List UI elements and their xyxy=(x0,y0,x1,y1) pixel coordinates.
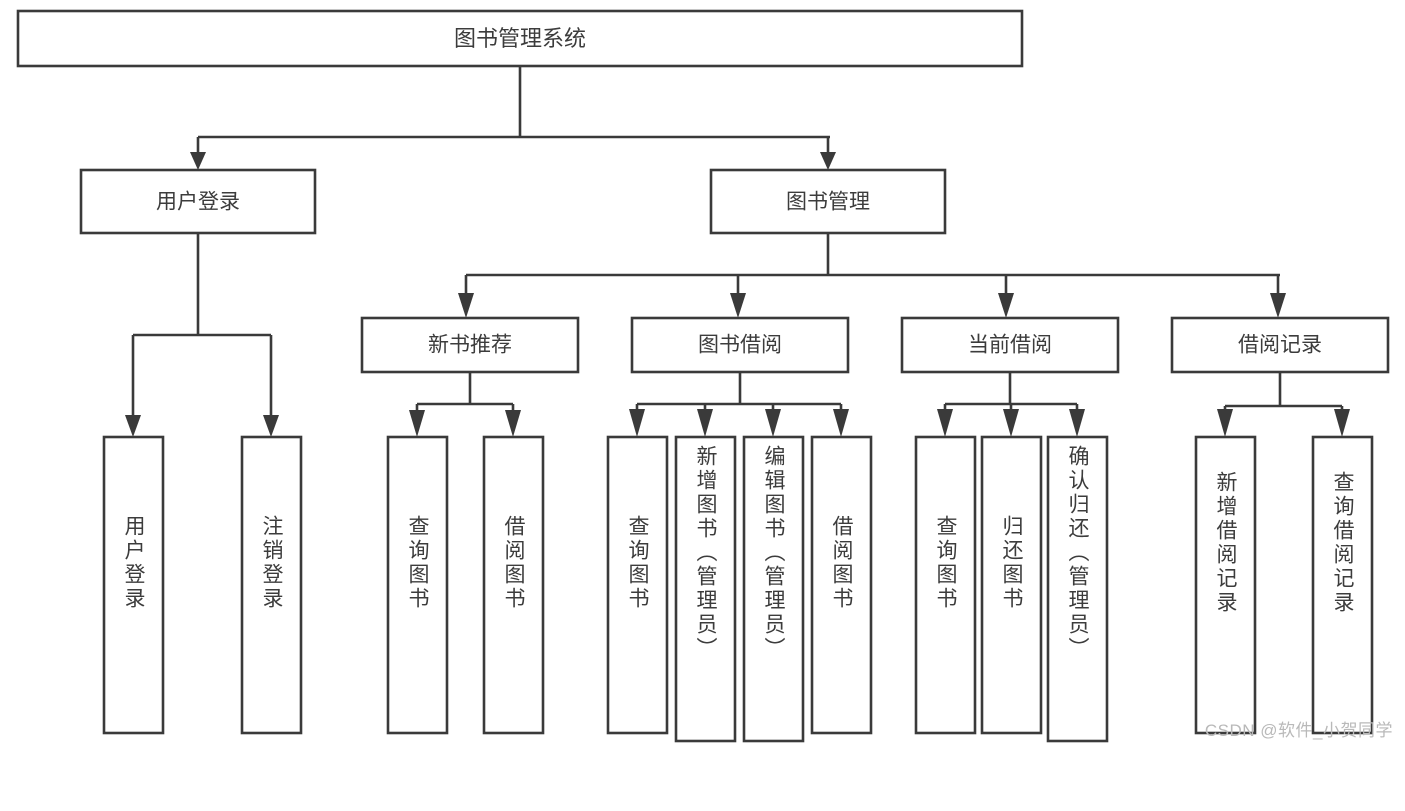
node-user-login-label: 用户登录 xyxy=(156,191,240,214)
arrow-leaf-query-book-borrow xyxy=(629,409,645,437)
arrow-leaf-add-record xyxy=(1217,409,1233,437)
diagram-canvas: 图书管理系统 用户登录 图书管理 新书推荐 图书借阅 当前 xyxy=(16,9,1393,743)
arrow-leaf-add-book xyxy=(697,409,713,437)
node-book-borrow[interactable]: 图书借阅 xyxy=(630,316,850,374)
arrow-leaf-confirm-return xyxy=(1069,409,1085,437)
node-root-label: 图书管理系统 xyxy=(454,26,586,51)
arrow-to-current-borrow xyxy=(998,293,1014,318)
arrow-leaf-return-book xyxy=(1003,409,1019,437)
leaf-logout-login-box[interactable] xyxy=(240,435,303,735)
node-borrow-record-label: 借阅记录 xyxy=(1238,334,1322,357)
leaf-add-book-box[interactable] xyxy=(674,435,737,743)
node-root[interactable]: 图书管理系统 xyxy=(16,9,1024,68)
watermark: CSDN @软件_小贺同学 xyxy=(1204,721,1393,740)
arrow-leaf-query-book-cur xyxy=(937,409,953,437)
node-book-borrow-label: 图书借阅 xyxy=(698,334,782,357)
leaf-borrow-book-box[interactable] xyxy=(810,435,873,735)
leaf-borrow-book-rec-box[interactable] xyxy=(482,435,545,735)
arrow-leaf-logout-login xyxy=(263,415,279,437)
node-current-borrow[interactable]: 当前借阅 xyxy=(900,316,1120,374)
edges-layer xyxy=(125,66,1350,437)
node-borrow-record[interactable]: 借阅记录 xyxy=(1170,316,1390,374)
leaf-query-record-box[interactable] xyxy=(1311,435,1374,735)
arrow-leaf-query-book-rec xyxy=(409,410,425,437)
arrow-leaf-borrow-book xyxy=(833,409,849,437)
leaf-query-book-borrow-box[interactable] xyxy=(606,435,669,735)
nodes-layer: 图书管理系统 用户登录 图书管理 新书推荐 图书借阅 当前 xyxy=(16,9,1390,743)
node-new-book-rec-label: 新书推荐 xyxy=(428,334,512,357)
arrow-leaf-query-record xyxy=(1334,409,1350,437)
arrow-leaf-user-login xyxy=(125,415,141,437)
arrow-to-book-manage xyxy=(820,152,836,170)
flowchart-svg: 图书管理系统 用户登录 图书管理 新书推荐 图书借阅 当前 xyxy=(16,9,1390,743)
arrow-to-user-login xyxy=(190,152,206,170)
leaf-query-book-cur-box[interactable] xyxy=(914,435,977,735)
node-book-manage[interactable]: 图书管理 xyxy=(709,168,947,235)
arrow-to-borrow-record xyxy=(1270,293,1286,318)
leaf-add-record-box[interactable] xyxy=(1194,435,1257,735)
arrow-to-book-borrow xyxy=(730,293,746,318)
leaf-return-book-box[interactable] xyxy=(980,435,1043,735)
arrow-leaf-borrow-book-rec xyxy=(505,410,521,437)
leaf-edit-book-box[interactable] xyxy=(742,435,805,743)
leaf-user-login-box[interactable] xyxy=(102,435,165,735)
arrow-to-new-book-rec xyxy=(458,293,474,318)
arrow-leaf-edit-book xyxy=(765,409,781,437)
node-current-borrow-label: 当前借阅 xyxy=(968,334,1052,357)
leaf-query-book-rec-box[interactable] xyxy=(386,435,449,735)
leaf-confirm-return-box[interactable] xyxy=(1046,435,1109,743)
node-new-book-rec[interactable]: 新书推荐 xyxy=(360,316,580,374)
node-book-manage-label: 图书管理 xyxy=(786,191,870,214)
node-user-login[interactable]: 用户登录 xyxy=(79,168,317,235)
